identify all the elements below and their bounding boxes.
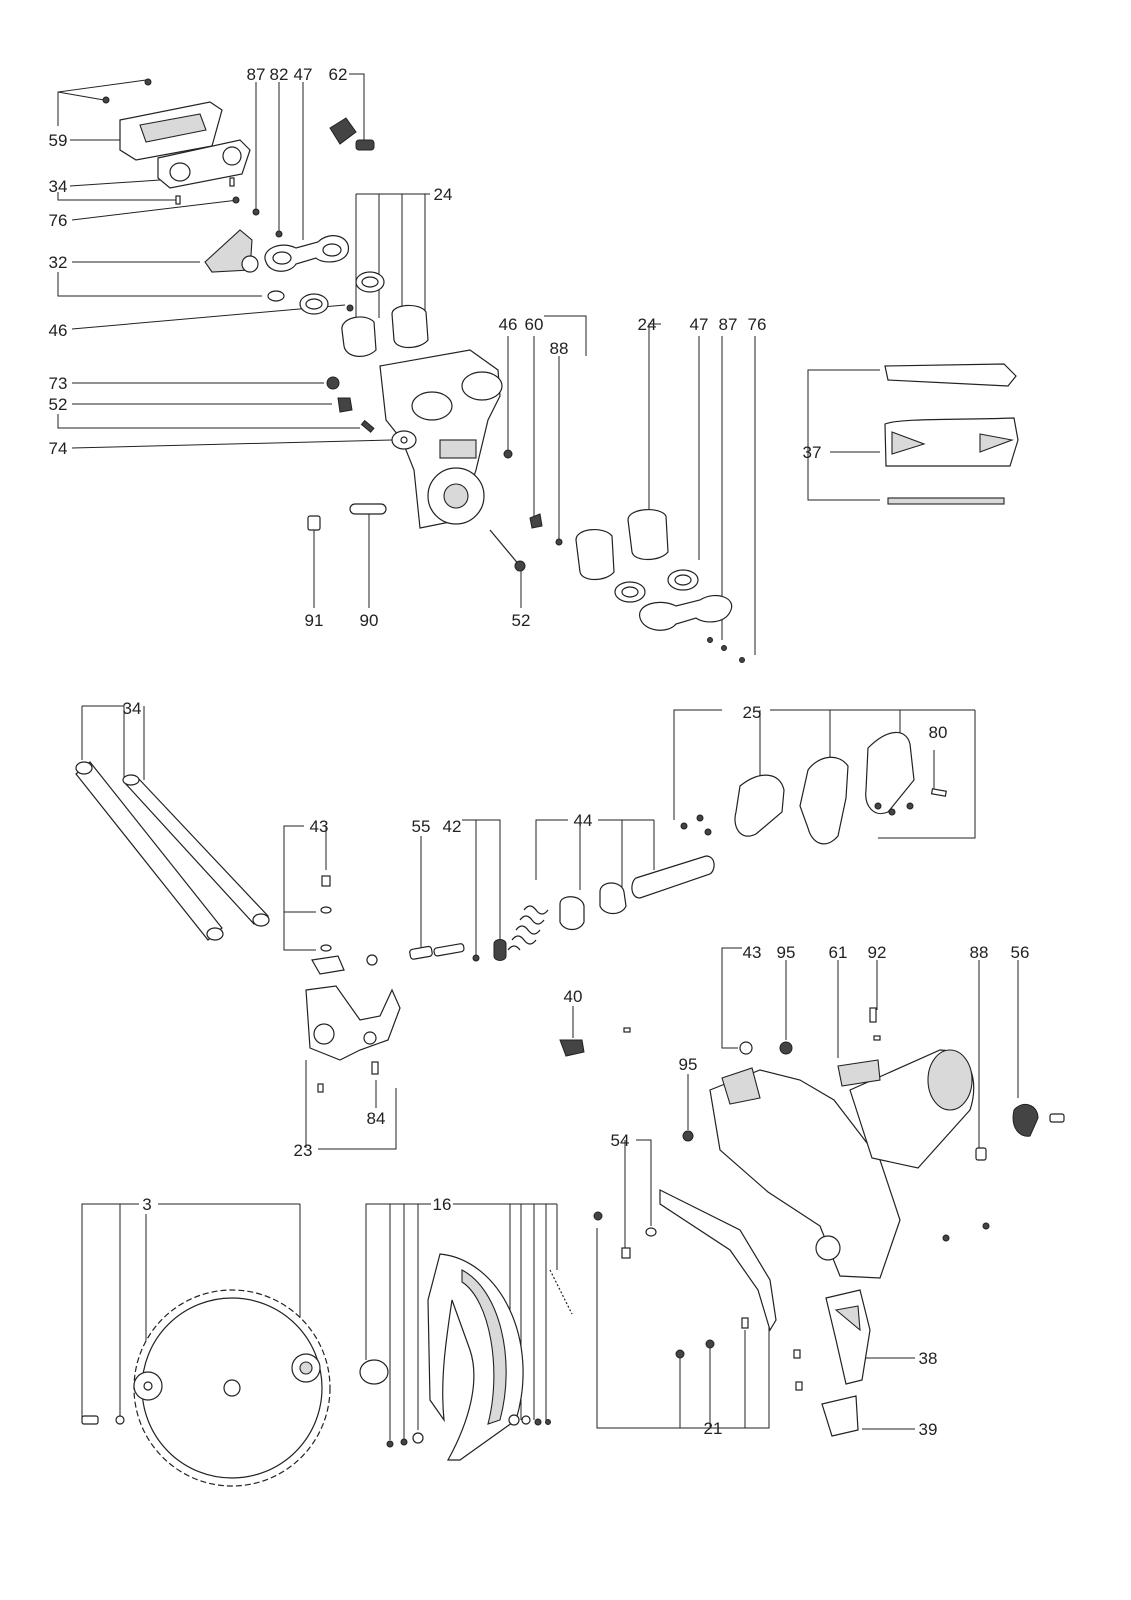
bolt-52-part: [489, 449, 563, 572]
pins-55-42-part: [409, 939, 507, 962]
label-87b: 87: [719, 315, 738, 334]
bushing-rings-top: [299, 271, 429, 357]
label-82: 82: [270, 65, 289, 84]
label-61: 61: [829, 943, 848, 962]
label-37: 37: [803, 443, 822, 462]
fasteners-73-52-74: [326, 376, 417, 450]
label-3: 3: [142, 1195, 151, 1214]
label-88b: 88: [970, 943, 989, 962]
label-42: 42: [443, 817, 462, 836]
rails-34-part: [75, 761, 270, 941]
label-60: 60: [525, 315, 544, 334]
label-24b: 24: [638, 315, 657, 334]
part-number-labels: 87 82 47 62 59 34 76 24 32 46 73 52 74 4…: [49, 65, 1030, 1439]
knob-56-part: [942, 1103, 1065, 1242]
pin-91-90-part: [307, 503, 387, 531]
label-34b: 34: [123, 699, 142, 718]
pivot-bracket-23-part: [305, 954, 401, 1093]
blade-guard-16-part: [359, 1253, 573, 1461]
cover-37-part: [884, 363, 1019, 505]
label-95b: 95: [679, 1055, 698, 1074]
motor-housing-61-part: [682, 1007, 975, 1279]
label-56: 56: [1011, 943, 1030, 962]
label-25: 25: [743, 703, 762, 722]
label-16: 16: [433, 1195, 452, 1214]
label-54: 54: [611, 1131, 630, 1150]
bushing-rings-right: [575, 509, 745, 663]
label-38: 38: [919, 1349, 938, 1368]
guard-38-39-part: [793, 1289, 871, 1437]
label-59: 59: [49, 131, 68, 150]
label-43b: 43: [743, 943, 762, 962]
handle-grips-25-part: [680, 731, 947, 845]
label-39: 39: [919, 1420, 938, 1439]
label-87: 87: [247, 65, 266, 84]
label-47b: 47: [690, 315, 709, 334]
label-47: 47: [294, 65, 313, 84]
label-24: 24: [434, 185, 453, 204]
label-84: 84: [367, 1109, 386, 1128]
label-55: 55: [412, 817, 431, 836]
spring-shaft-44-part: [507, 855, 715, 951]
label-73: 73: [49, 374, 68, 393]
label-95: 95: [777, 943, 796, 962]
label-46: 46: [49, 321, 68, 340]
label-32: 32: [49, 253, 68, 272]
label-80: 80: [929, 723, 948, 742]
parts-artwork: [75, 78, 1065, 1487]
leader-lines: [57, 73, 1019, 1440]
clip-40-part: [559, 1027, 631, 1057]
label-52b: 52: [512, 611, 531, 630]
label-52: 52: [49, 395, 68, 414]
lever-32-part: [204, 229, 285, 302]
arm-housing-24-part: [379, 349, 503, 529]
small-screws-top: [102, 78, 283, 238]
label-21: 21: [704, 1419, 723, 1438]
label-40: 40: [564, 987, 583, 1006]
label-62: 62: [329, 65, 348, 84]
blade-3-part: [81, 1289, 331, 1487]
label-90: 90: [360, 611, 379, 630]
bracket-54-part: [593, 1189, 777, 1359]
label-76b: 76: [748, 315, 767, 334]
label-34: 34: [49, 177, 68, 196]
label-74: 74: [49, 439, 68, 458]
label-76: 76: [49, 211, 68, 230]
screws-43-set: [320, 875, 332, 952]
link-plate-47-part: [264, 235, 349, 272]
handle-cover-part: [119, 101, 251, 189]
label-46b: 46: [499, 315, 518, 334]
label-44: 44: [574, 811, 593, 830]
label-91: 91: [305, 611, 324, 630]
label-88: 88: [550, 339, 569, 358]
label-43: 43: [310, 817, 329, 836]
label-92: 92: [868, 943, 887, 962]
knob-62-part: [329, 117, 375, 151]
label-23: 23: [294, 1141, 313, 1160]
